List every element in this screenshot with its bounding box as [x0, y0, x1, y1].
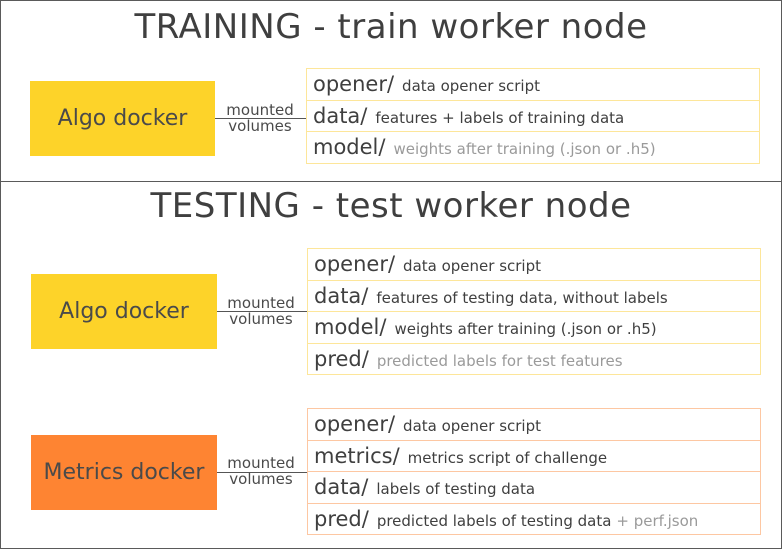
folder-name: pred/: [314, 346, 369, 371]
metrics-docker: Metrics docker: [31, 435, 217, 510]
folder-name: data/: [314, 283, 369, 308]
testing-title: TESTING - test worker node: [150, 186, 632, 226]
folder-row: data/ labels of testing data: [308, 472, 760, 504]
folder-desc: data opener script: [403, 417, 541, 435]
folder-desc: weights after training (.json or .h5): [393, 140, 656, 158]
folder-desc: data opener script: [402, 77, 540, 95]
folder-desc: labels of testing data: [376, 480, 536, 498]
folder-extra: + perf.json: [616, 511, 699, 530]
metrics-folder-list: opener/ data opener script metrics/ metr…: [307, 408, 761, 535]
metrics-connector-line: [217, 472, 307, 473]
folder-name: pred/: [314, 506, 369, 531]
folder-row: opener/ data opener script: [307, 69, 759, 101]
folder-desc: features + labels of training data: [375, 108, 625, 127]
testing-algo-docker-label: Algo docker: [59, 299, 189, 324]
testing-algo-docker: Algo docker: [31, 274, 217, 349]
folder-row: metrics/ metrics script of challenge: [308, 441, 760, 472]
training-title: TRAINING - train worker node: [134, 7, 648, 47]
folder-desc: metrics script of challenge: [407, 448, 608, 467]
folder-name: opener/: [314, 412, 396, 436]
training-algo-docker-label: Algo docker: [57, 106, 188, 131]
folder-name: data/: [314, 475, 369, 499]
folder-row: opener/ data opener script: [308, 249, 760, 281]
folder-desc: predicted labels of testing data: [376, 511, 612, 530]
folder-name: data/: [313, 103, 368, 128]
testing-algo-folder-list: opener/ data opener script data/ feature…: [307, 248, 761, 375]
folder-row: pred/ predicted labels for test features: [308, 344, 760, 375]
training-mount-label: mounted volumes: [226, 101, 294, 135]
metrics-docker-label: Metrics docker: [43, 460, 205, 485]
folder-row: data/ features of testing data, without …: [308, 281, 760, 312]
training-panel: TRAINING - train worker node Algo docker…: [0, 0, 782, 182]
folder-name: opener/: [313, 72, 395, 96]
folder-name: model/: [314, 315, 387, 339]
folder-row: model/ weights after training (.json or …: [307, 132, 759, 164]
training-connector-line: [215, 118, 306, 119]
training-algo-docker: Algo docker: [30, 81, 215, 156]
testing-algo-mount-label: mounted volumes: [227, 294, 295, 328]
folder-desc: features of testing data, without labels: [376, 288, 668, 307]
folder-name: metrics/: [314, 443, 400, 468]
folder-name: opener/: [314, 252, 396, 276]
folder-desc: weights after training (.json or .h5): [394, 320, 657, 338]
folder-row: opener/ data opener script: [308, 409, 760, 441]
folder-desc: predicted labels for test features: [376, 351, 623, 370]
testing-panel: TESTING - test worker node Algo docker m…: [0, 181, 782, 549]
folder-desc: data opener script: [403, 257, 541, 275]
folder-row: data/ features + labels of training data: [307, 101, 759, 132]
folder-name: model/: [313, 135, 386, 159]
testing-algo-connector-line: [217, 311, 307, 312]
metrics-mount-label: mounted volumes: [227, 454, 295, 488]
folder-row: model/ weights after training (.json or …: [308, 312, 760, 344]
folder-row: pred/ predicted labels of testing data +…: [308, 504, 760, 535]
training-folder-list: opener/ data opener script data/ feature…: [306, 68, 760, 164]
